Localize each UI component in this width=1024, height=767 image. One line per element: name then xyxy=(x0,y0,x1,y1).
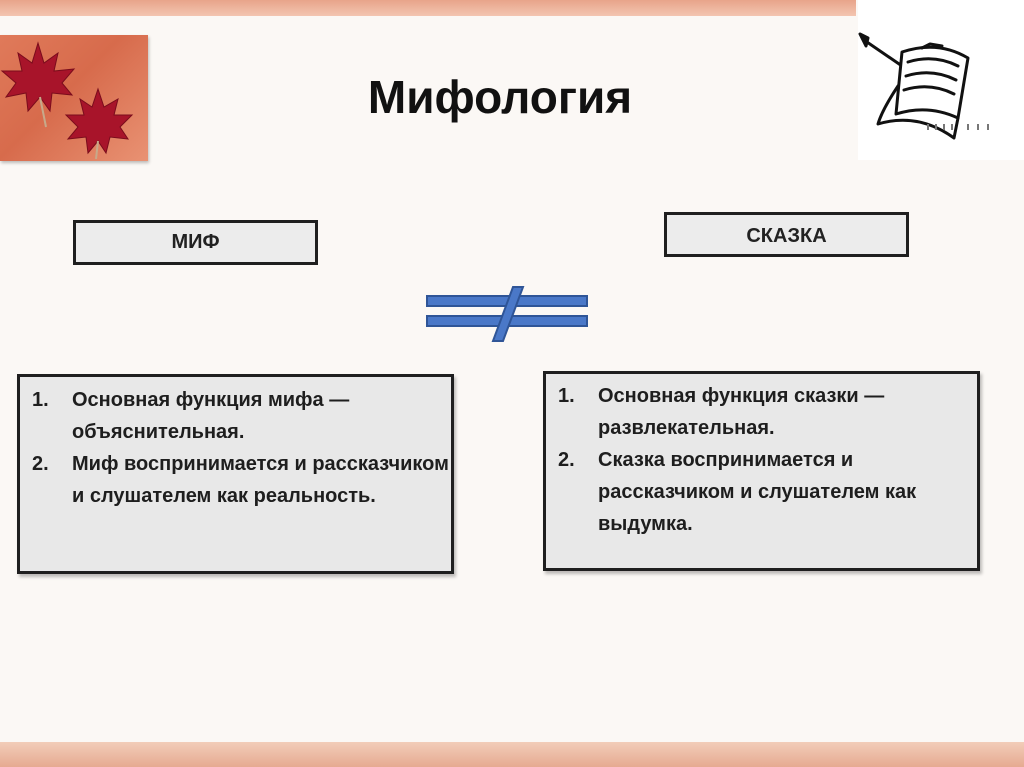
fairy-tale-points-list: 1. Основная функция сказки — развлекател… xyxy=(546,374,977,540)
maple-leaf-icon xyxy=(0,41,134,160)
list-item: 2. Сказка воспринимается и рассказчиком … xyxy=(558,444,977,540)
fairy-tale-label-box: СКАЗКА xyxy=(664,212,909,257)
list-item: 2. Миф воспринимается и рассказчиком и с… xyxy=(32,448,451,512)
list-number: 1. xyxy=(32,389,49,411)
page-title: Мифология xyxy=(367,71,633,123)
not-equal-icon xyxy=(425,285,591,350)
maple-leaves-image xyxy=(0,35,148,161)
list-number: 2. xyxy=(32,453,49,475)
list-text: Основная функция сказки — развлекательна… xyxy=(598,385,885,439)
list-text: Основная функция мифа — объяснительная. xyxy=(72,389,350,443)
myth-description-box: 1. Основная функция мифа — объяснительна… xyxy=(17,374,454,574)
myth-label-box: МИФ xyxy=(73,220,318,265)
list-text: Сказка воспринимается и рассказчиком и с… xyxy=(598,449,917,535)
myth-points-list: 1. Основная функция мифа — объяснительна… xyxy=(20,377,451,512)
list-item: 1. Основная функция сказки — развлекател… xyxy=(558,380,977,444)
list-text: Миф воспринимается и рассказчиком и слуш… xyxy=(72,453,449,507)
list-item: 1. Основная функция мифа — объяснительна… xyxy=(32,384,451,448)
fairy-tale-description-box: 1. Основная функция сказки — развлекател… xyxy=(543,371,980,571)
bottom-decorative-band xyxy=(0,742,1024,767)
top-decorative-band xyxy=(0,0,856,16)
list-number: 2. xyxy=(558,449,575,471)
notebook-pen-image xyxy=(858,0,1024,160)
list-number: 1. xyxy=(558,385,575,407)
notebook-pen-icon xyxy=(858,32,989,140)
